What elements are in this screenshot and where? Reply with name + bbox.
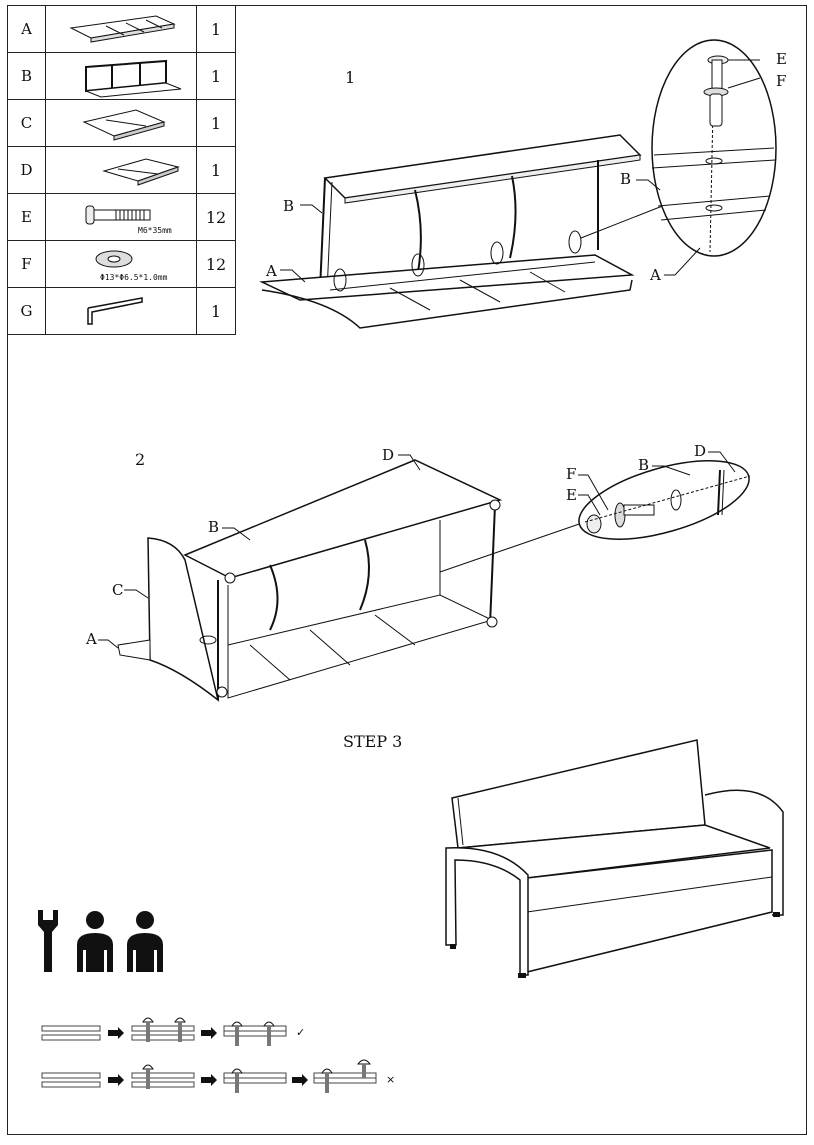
part-qty: 1 — [196, 287, 236, 335]
bolt-spec: M6*35mm — [138, 226, 172, 235]
part-qty: 12 — [196, 240, 236, 288]
part-e-image: M6*35mm — [45, 193, 197, 241]
wrong-mark: × — [386, 1073, 396, 1086]
part-row-a: A 1 — [7, 5, 236, 53]
part-qty: 1 — [196, 99, 236, 147]
parts-table: A 1 B 1 C 1 D 1 E M6*35mm 12 F — [7, 5, 236, 335]
step-2-label-c: C — [112, 581, 124, 599]
part-row-f: F Φ13*Φ6.5*1.0mm 12 — [7, 240, 236, 288]
step-2-label-d: D — [382, 446, 395, 464]
person-icon — [77, 911, 113, 972]
correct-sequence — [41, 1017, 287, 1046]
back-frame-icon — [85, 59, 182, 98]
part-qty: 1 — [196, 52, 236, 100]
part-c-image — [45, 99, 197, 147]
detail-2-label-f: F — [566, 465, 577, 483]
part-d-image — [45, 146, 197, 194]
step-1-label-a: A — [266, 262, 277, 280]
part-g-image — [45, 287, 197, 335]
step-2-number: 2 — [135, 450, 146, 469]
washer-spec: Φ13*Φ6.5*1.0mm — [100, 273, 168, 282]
part-row-d: D 1 — [7, 146, 236, 194]
detail-1-label-f: F — [776, 72, 787, 90]
allen-key-icon — [87, 297, 143, 325]
part-row-g: G 1 — [7, 287, 236, 335]
part-b-image — [45, 52, 197, 100]
part-qty: 1 — [196, 146, 236, 194]
part-row-e: E M6*35mm 12 — [7, 193, 236, 241]
person-icon — [127, 911, 163, 972]
side-arm-c-icon — [82, 109, 166, 141]
part-row-c: C 1 — [7, 99, 236, 147]
correct-mark: ✓ — [296, 1026, 306, 1039]
detail-1-label-e: E — [776, 50, 787, 68]
part-qty: 12 — [196, 193, 236, 241]
detail-2-label-e: E — [566, 486, 577, 504]
step-3-label: STEP 3 — [343, 732, 403, 751]
step-1-label-b: B — [283, 197, 295, 215]
detail-2-label-d: D — [694, 442, 707, 460]
part-letter: G — [7, 287, 46, 335]
part-a-image — [45, 5, 197, 53]
step-2-label-a: A — [86, 630, 97, 648]
detail-2-label-b: B — [638, 456, 650, 474]
part-f-image: Φ13*Φ6.5*1.0mm — [45, 240, 197, 288]
washer-icon — [95, 250, 133, 268]
part-letter: C — [7, 99, 46, 147]
step-1-number: 1 — [345, 68, 356, 87]
wrong-sequence — [41, 1059, 377, 1093]
bolt-icon — [85, 205, 151, 225]
page-frame — [7, 5, 807, 1135]
side-arm-d-icon — [102, 158, 180, 186]
step-2-label-b: B — [208, 518, 220, 536]
detail-1-label-a: A — [650, 266, 661, 284]
wrench-icon — [38, 910, 58, 972]
detail-1-label-b: B — [620, 170, 632, 188]
part-letter: E — [7, 193, 46, 241]
seat-panel-icon — [69, 15, 176, 43]
part-letter: D — [7, 146, 46, 194]
